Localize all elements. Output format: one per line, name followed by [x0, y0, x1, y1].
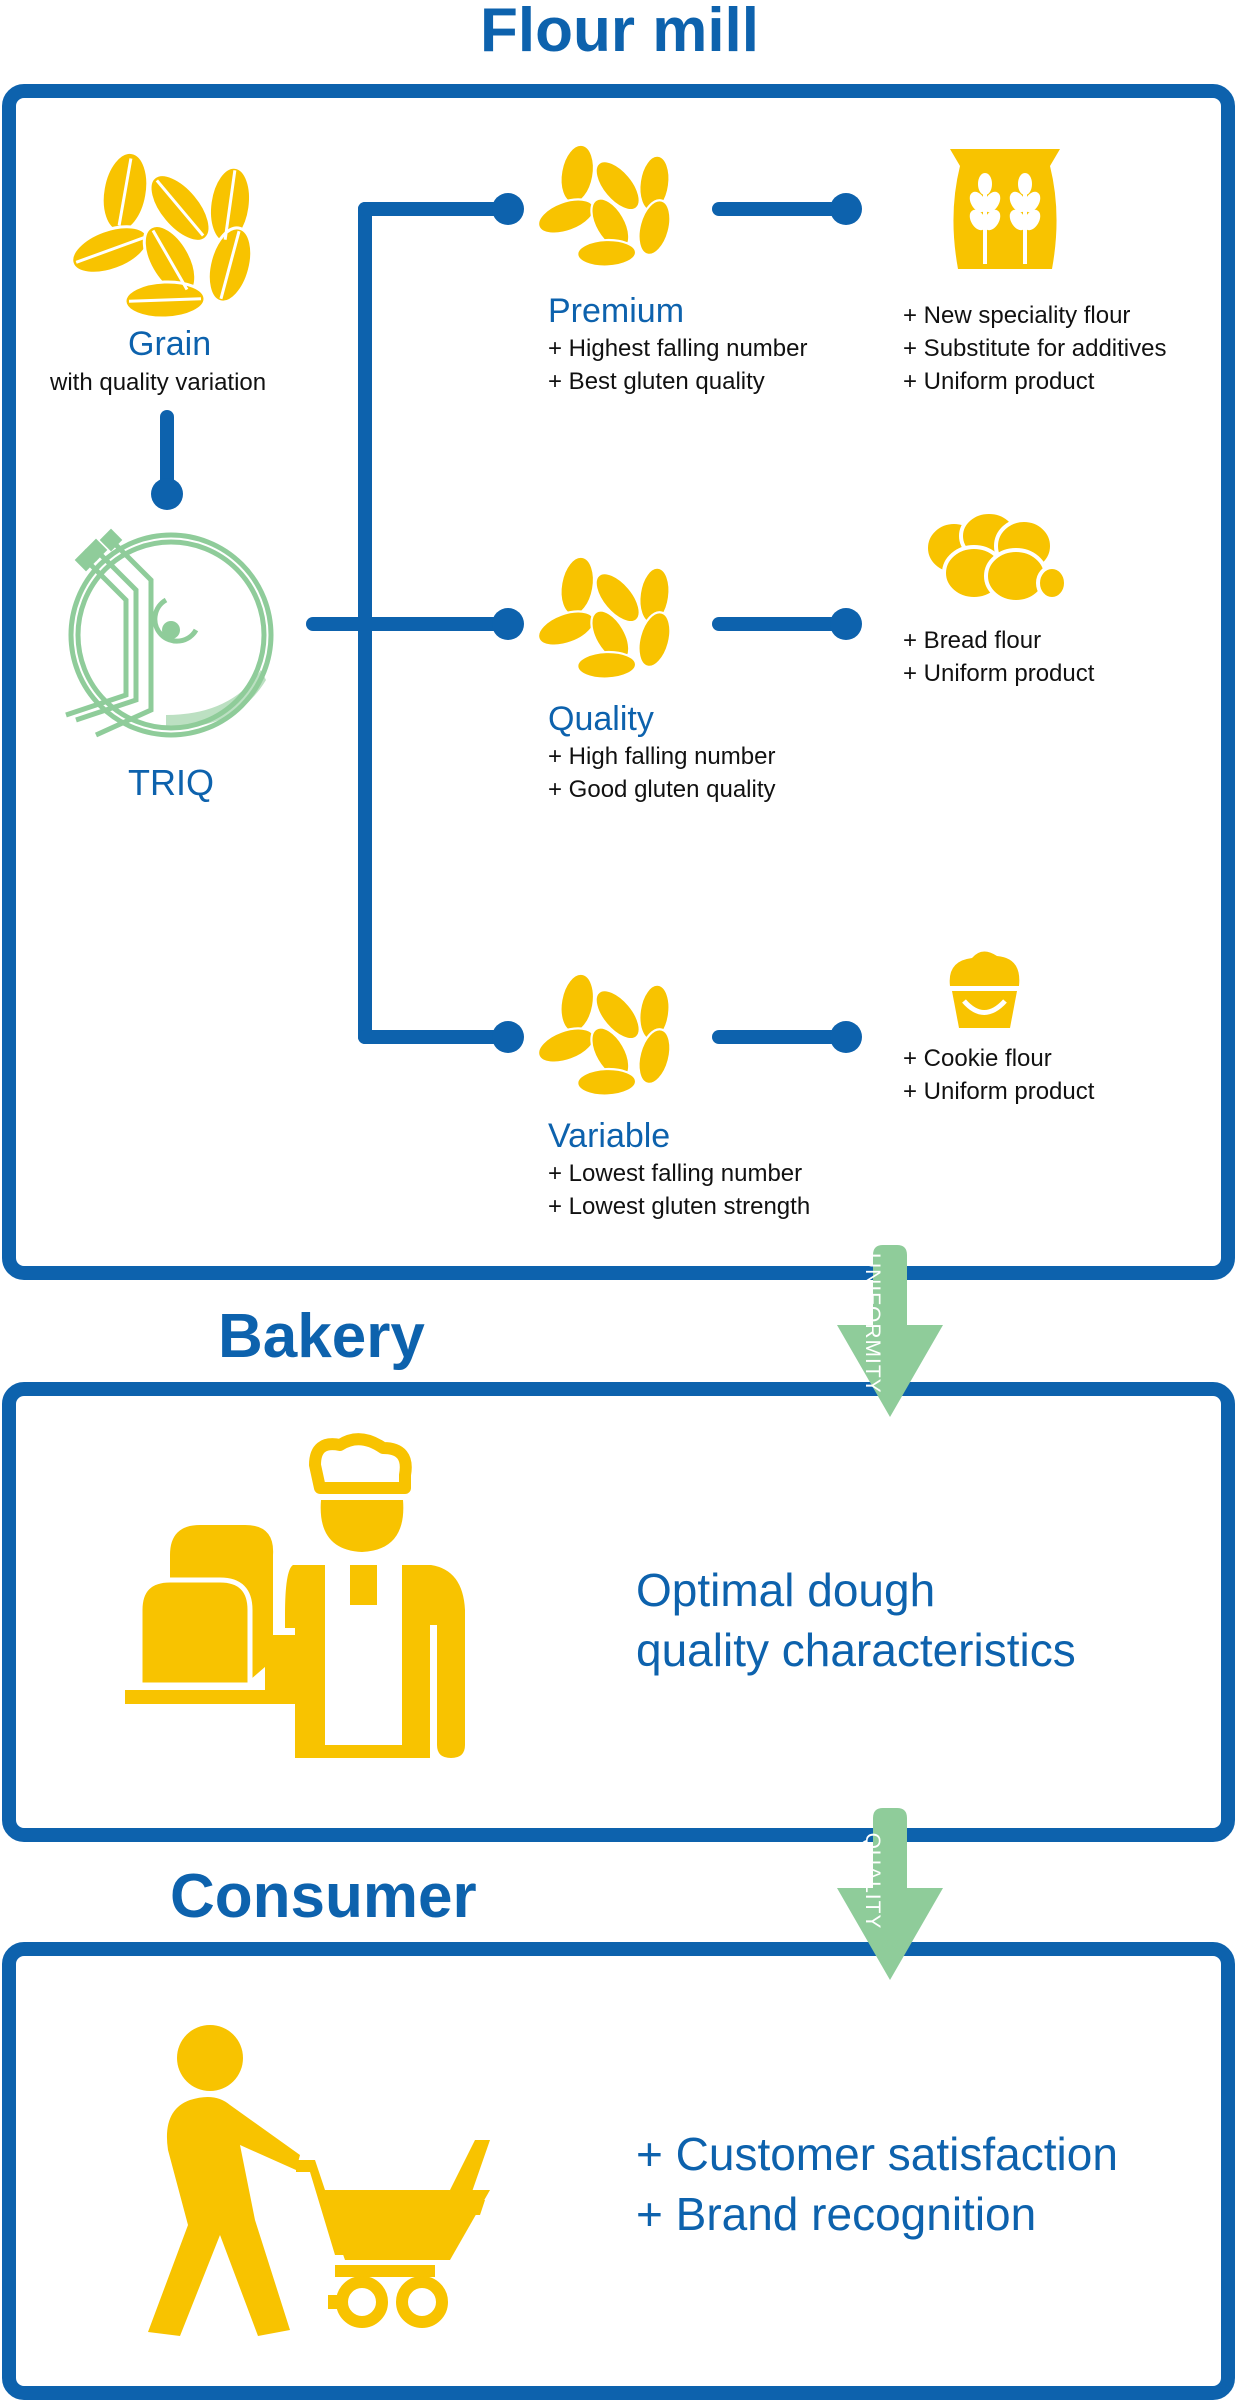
branch-dot-premium	[492, 193, 524, 225]
branch-dot-quality	[492, 608, 524, 640]
baker-icon	[125, 1433, 465, 1758]
consumer-line-2: + Brand recognition	[636, 2188, 1037, 2240]
tier-variable-prop-1: + Lowest falling number	[548, 1160, 803, 1187]
bread-loaf-icon	[924, 510, 1068, 604]
variable-grain-icon	[537, 972, 672, 1097]
tier-premium-prop-2: + Best gluten quality	[548, 368, 765, 395]
premium-outcome-1: + New speciality flour	[903, 302, 1131, 329]
flour-sack-icon	[950, 149, 1060, 269]
tier-variable-name: Variable	[548, 1117, 671, 1155]
grain-sublabel: with quality variation	[50, 369, 267, 396]
uniformity-arrow-icon	[837, 1245, 943, 1417]
quality-product-connector	[712, 617, 842, 631]
quality-outcome-2: + Uniform product	[903, 660, 1095, 687]
triq-label: TRIQ	[128, 762, 214, 803]
consumer-panel	[2, 1942, 1235, 2400]
quality-arrow-label: QUALITY	[861, 1832, 884, 1930]
flour-mill-title: Flour mill	[480, 0, 759, 65]
branch-dot-variable	[492, 1021, 524, 1053]
variable-outcome-2: + Uniform product	[903, 1078, 1095, 1105]
grain-triq-connector	[160, 410, 174, 490]
tier-premium-name: Premium	[548, 292, 685, 330]
triq-output-line	[306, 617, 506, 631]
cupcake-icon	[949, 951, 1020, 1028]
uniformity-arrow-label: UNIFORMITY	[861, 1253, 884, 1394]
branch-vertical-line	[358, 202, 372, 1044]
grain-icon	[70, 150, 254, 320]
shopper-icon	[148, 2025, 490, 2336]
quality-grain-icon	[537, 555, 672, 680]
tier-quality-name: Quality	[548, 700, 654, 738]
premium-outcome-3: + Uniform product	[903, 368, 1095, 395]
grain-label: Grain	[128, 325, 212, 363]
bakery-text-line-1: Optimal dough	[636, 1564, 936, 1616]
bakery-title: Bakery	[218, 1302, 425, 1371]
premium-product-dot	[830, 193, 862, 225]
premium-product-connector	[712, 202, 842, 216]
branch-top-line	[358, 202, 508, 216]
variable-product-dot	[830, 1021, 862, 1053]
tier-quality-prop-2: + Good gluten quality	[548, 776, 776, 803]
quality-outcome-1: + Bread flour	[903, 627, 1042, 654]
triq-machine-icon	[65, 528, 274, 738]
tier-quality-prop-1: + High falling number	[548, 743, 776, 770]
branch-bottom-line	[358, 1030, 508, 1044]
grain-triq-dot	[151, 478, 183, 510]
consumer-line-1: + Customer satisfaction	[636, 2128, 1118, 2180]
premium-grain-icon	[537, 143, 672, 268]
consumer-title: Consumer	[170, 1862, 477, 1931]
tier-premium-prop-1: + Highest falling number	[548, 335, 808, 362]
quality-arrow-icon	[837, 1808, 943, 1980]
bakery-panel	[2, 1382, 1235, 1842]
variable-product-connector	[712, 1030, 842, 1044]
variable-outcome-1: + Cookie flour	[903, 1045, 1052, 1072]
quality-product-dot	[830, 608, 862, 640]
tier-variable-prop-2: + Lowest gluten strength	[548, 1193, 811, 1220]
bakery-text-line-2: quality characteristics	[636, 1624, 1076, 1676]
premium-outcome-2: + Substitute for additives	[903, 335, 1167, 362]
